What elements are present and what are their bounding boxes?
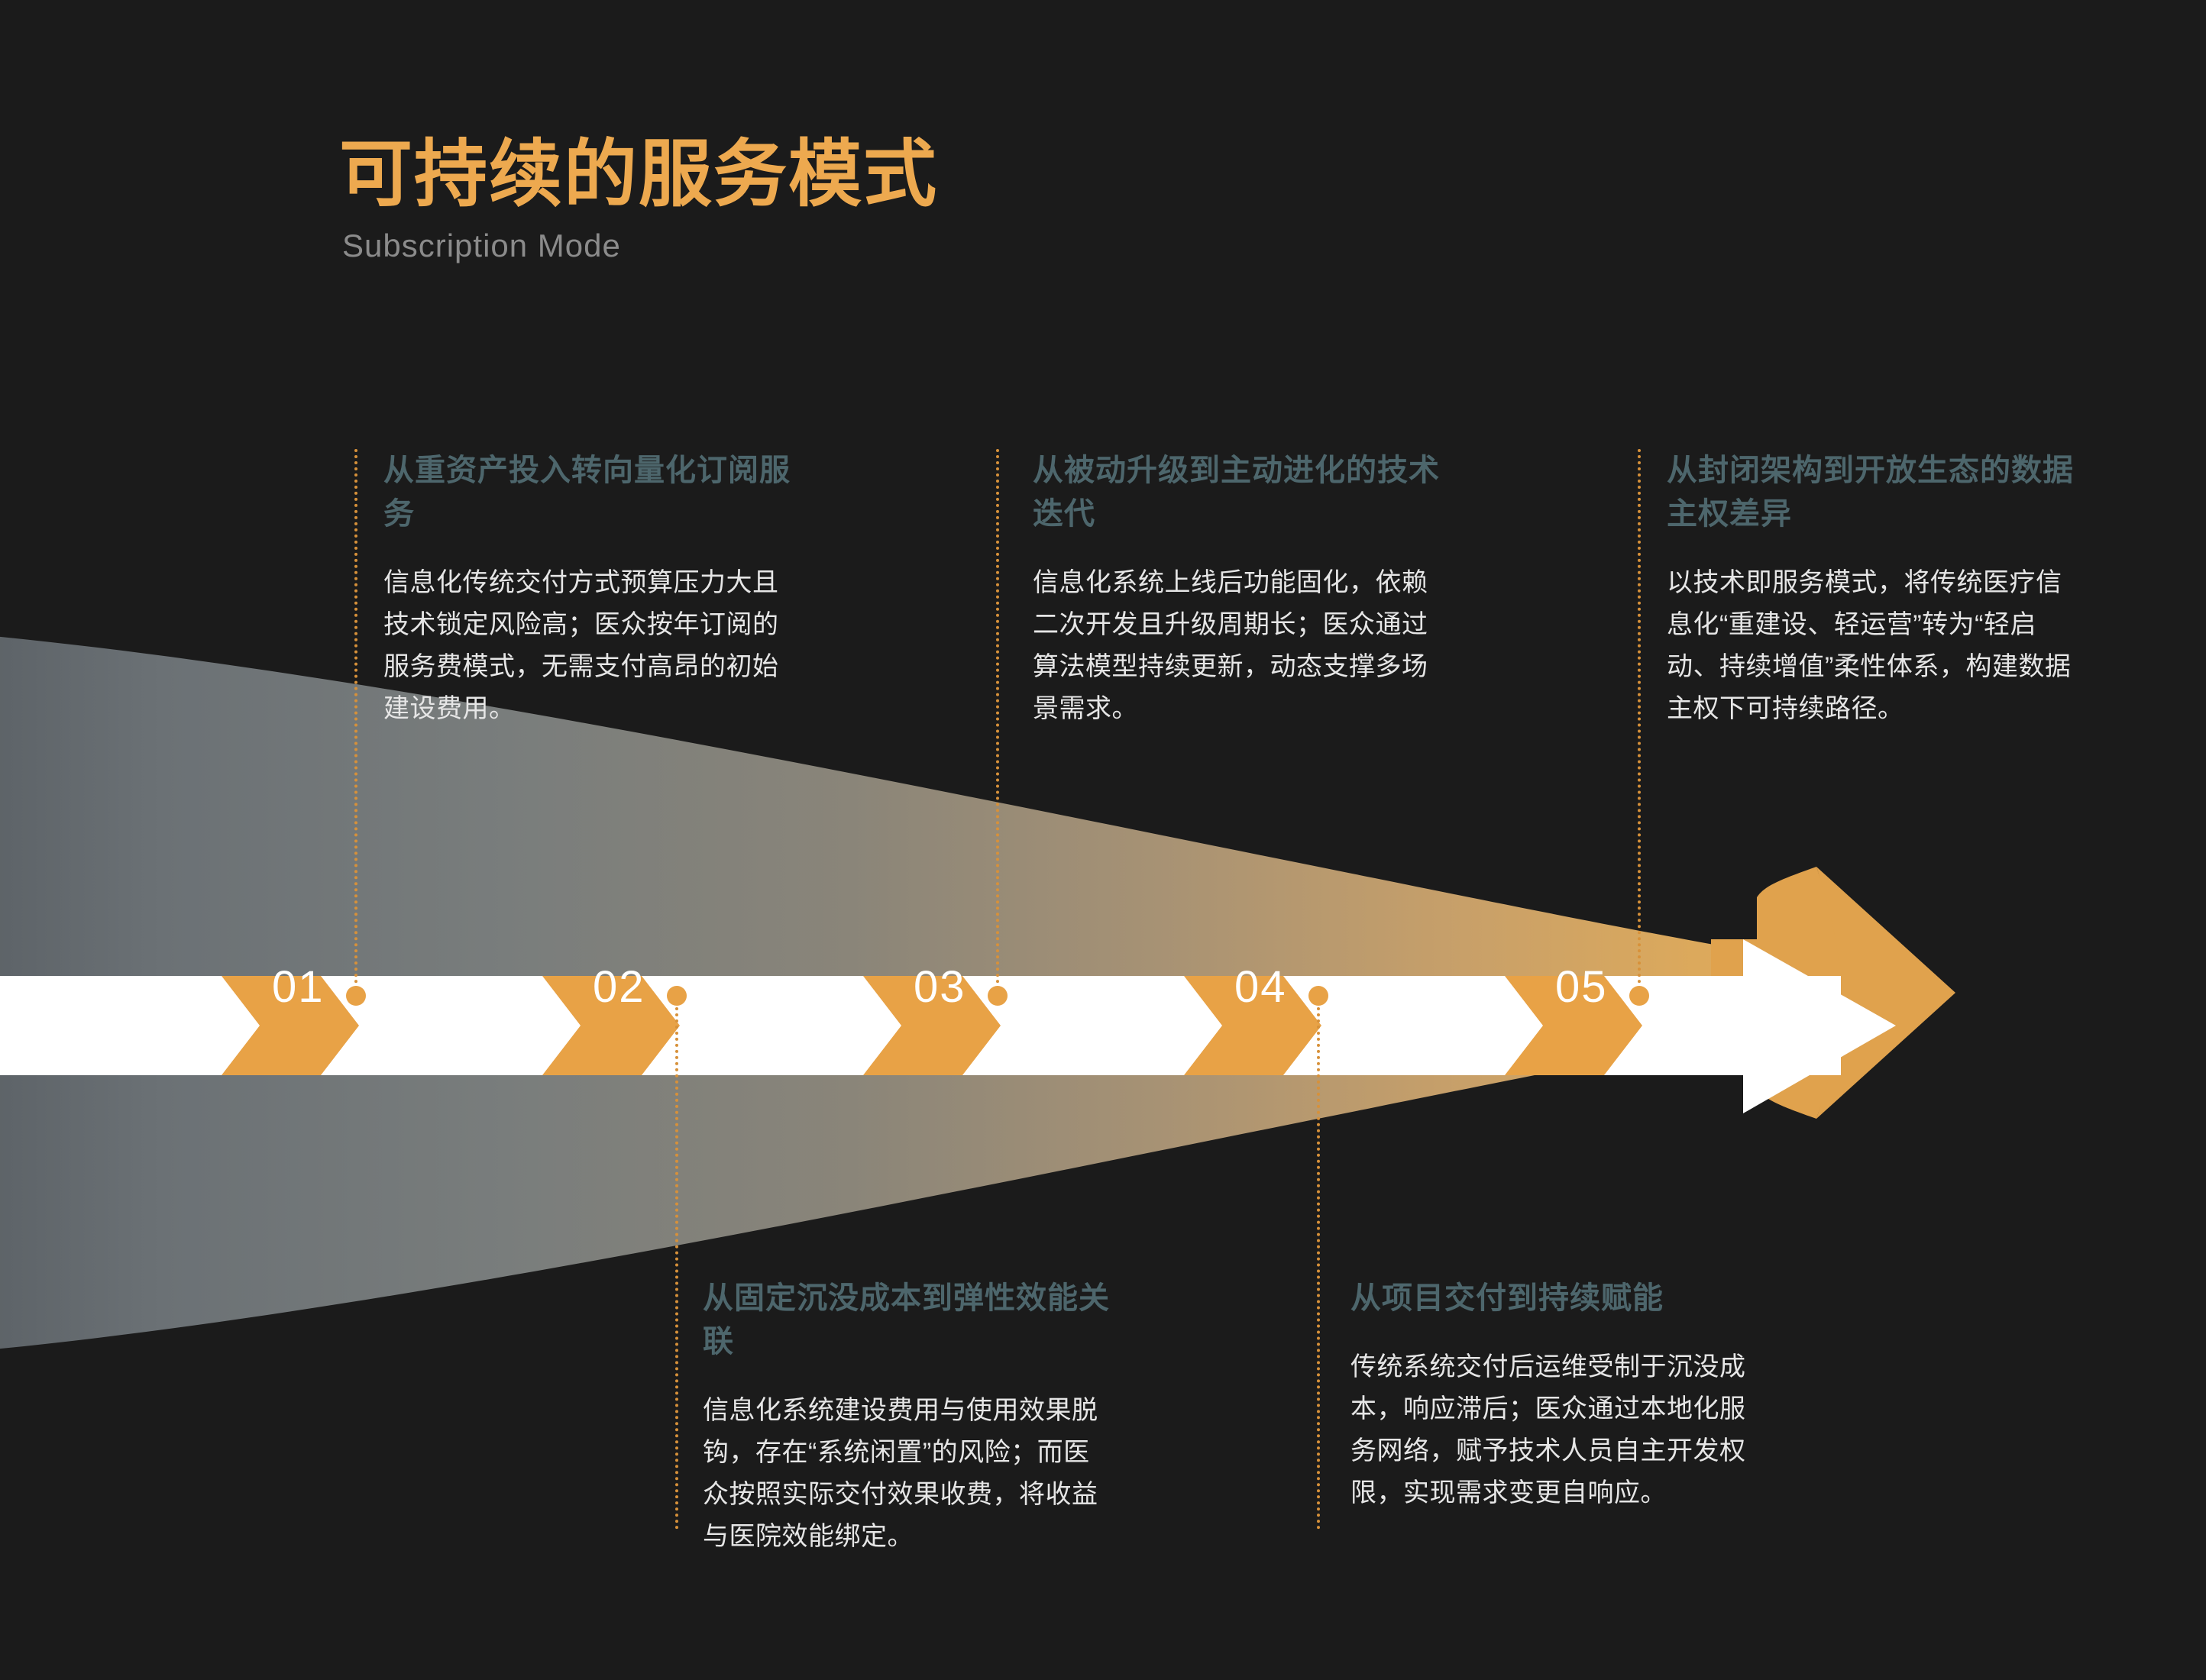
- connector-line-05: [1638, 449, 1641, 996]
- page-subtitle: Subscription Mode: [342, 227, 621, 263]
- step-heading-03: 从被动升级到主动进化的技术迭代: [1033, 454, 1440, 531]
- step-body-03: 信息化系统上线后功能固化，依赖二次开发且升级周期长；医众通过算法模型持续更新，动…: [1033, 567, 1428, 723]
- step-item-02[interactable]: 从固定沉没成本到弹性效能关联 信息化系统建设费用与使用效果脱钩，存在“系统闲置”…: [703, 1277, 1115, 1558]
- step-heading-02: 从固定沉没成本到弹性效能关联: [703, 1281, 1110, 1359]
- connector-dot-02: [667, 986, 687, 1006]
- progress-arrow: [0, 867, 1955, 1119]
- connector-line-02: [675, 995, 678, 1530]
- step-heading-04: 从项目交付到持续赋能: [1350, 1281, 1664, 1315]
- step-item-04[interactable]: 从项目交付到持续赋能 传统系统交付后运维受制于沉没成本，响应滞后；医众通过本地化…: [1350, 1277, 1763, 1514]
- connector-dot-03: [988, 986, 1008, 1006]
- step-heading-01: 从重资产投入转向量化订阅服务: [383, 454, 791, 531]
- step-item-03[interactable]: 从被动升级到主动进化的技术迭代 信息化系统上线后功能固化，依赖二次开发且升级周期…: [1033, 449, 1445, 730]
- connector-line-03: [996, 449, 999, 996]
- connector-dot-01: [346, 986, 366, 1006]
- step-item-01[interactable]: 从重资产投入转向量化订阅服务 信息化传统交付方式预算压力大且技术锁定风险高；医众…: [383, 449, 796, 730]
- step-body-04: 传统系统交付后运维受制于沉没成本，响应滞后；医众通过本地化服务网络，赋予技术人员…: [1350, 1352, 1746, 1508]
- step-body-02: 信息化系统建设费用与使用效果脱钩，存在“系统闲置”的风险；而医众按照实际交付效果…: [703, 1395, 1098, 1551]
- connector-line-01: [354, 449, 357, 996]
- step-item-05[interactable]: 从封闭架构到开放生态的数据主权差异 以技术即服务模式，将传统医疗信息化“重建设、…: [1667, 449, 2079, 730]
- title-block: 可持续的服务模式 Subscription Mode: [339, 136, 1409, 264]
- step-body-01: 信息化传统交付方式预算压力大且技术锁定风险高；医众按年订阅的服务费模式，无需支付…: [383, 567, 779, 723]
- connector-dot-05: [1629, 986, 1649, 1006]
- page-title: 可持续的服务模式: [339, 134, 938, 215]
- connector-line-04: [1317, 995, 1320, 1530]
- step-heading-05: 从封闭架构到开放生态的数据主权差异: [1667, 454, 2074, 531]
- connector-dot-04: [1308, 986, 1328, 1006]
- step-body-05: 以技术即服务模式，将传统医疗信息化“重建设、轻运营”转为“轻启动、持续增值”柔性…: [1667, 567, 2072, 723]
